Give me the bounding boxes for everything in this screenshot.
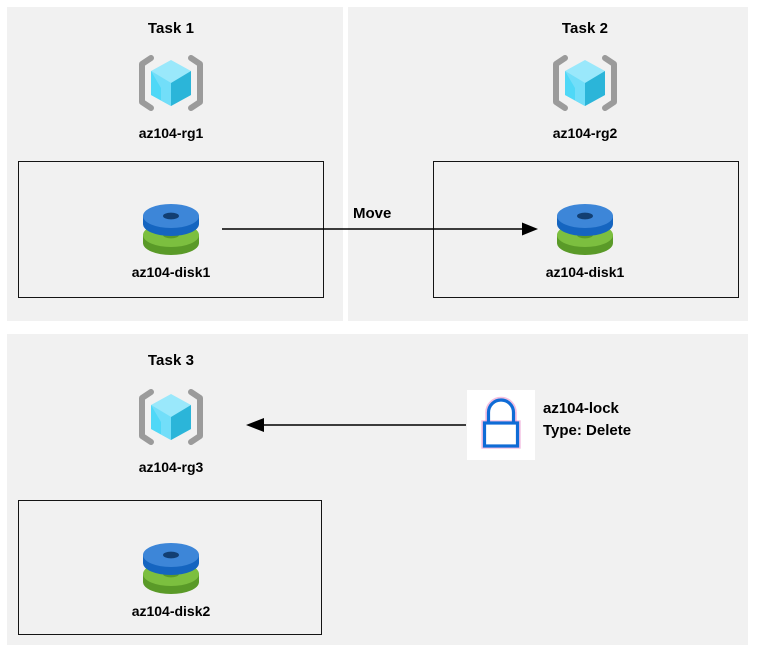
lock-text-block: az104-lock Type: Delete bbox=[543, 398, 733, 442]
disk-name-2: az104-disk1 bbox=[545, 264, 625, 280]
task-title-3: Task 3 bbox=[147, 352, 195, 369]
resource-group-icon bbox=[549, 52, 621, 114]
lock-name: az104-lock bbox=[543, 400, 619, 417]
resource-box-task3 bbox=[18, 500, 322, 635]
task-title-1: Task 1 bbox=[147, 20, 195, 37]
lock-card bbox=[467, 390, 535, 460]
disk-name-3: az104-disk2 bbox=[131, 603, 211, 619]
resource-group-name-1: az104-rg1 bbox=[138, 125, 204, 141]
task-panel-task2 bbox=[348, 7, 748, 321]
task-panel-task1 bbox=[7, 7, 343, 321]
lock-icon bbox=[481, 396, 521, 449]
move-label: Move bbox=[353, 205, 392, 222]
lock-type: Type: Delete bbox=[543, 422, 632, 439]
resource-group-icon bbox=[135, 386, 207, 448]
resource-group-icon bbox=[135, 52, 207, 114]
resource-group-name-2: az104-rg2 bbox=[552, 125, 618, 141]
managed-disk-icon bbox=[137, 199, 205, 257]
disk-name-1: az104-disk1 bbox=[131, 264, 211, 280]
task-title-2: Task 2 bbox=[561, 20, 609, 37]
managed-disk-icon bbox=[551, 199, 619, 257]
task-panel-task3 bbox=[7, 334, 748, 645]
resource-group-name-3: az104-rg3 bbox=[138, 459, 204, 475]
managed-disk-icon bbox=[137, 538, 205, 596]
